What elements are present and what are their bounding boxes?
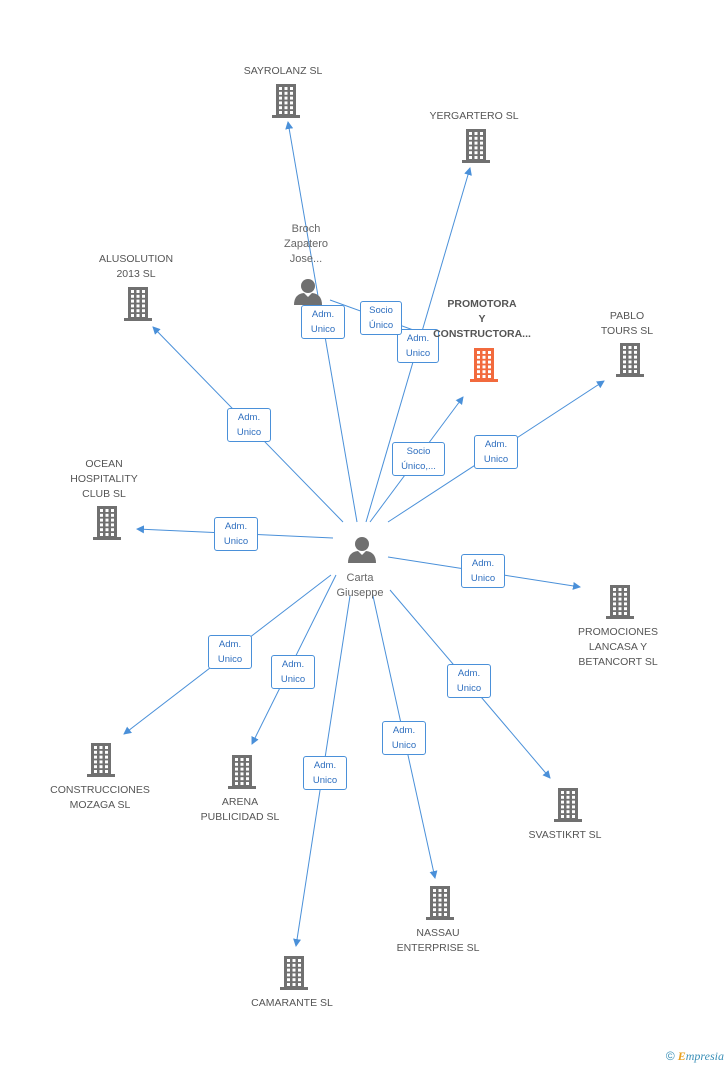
person-icon-carta[interactable]	[348, 537, 376, 563]
edge-label-carta-nassau[interactable]: Adm. Unico	[382, 721, 426, 755]
edge-label-carta-pablo[interactable]: Adm. Unico	[474, 435, 518, 469]
company-label-alusolution[interactable]: ALUSOLUTION 2013 SL	[98, 253, 174, 280]
building-icon-pablo[interactable]	[616, 343, 644, 377]
company-label-arena[interactable]: ARENA PUBLICIDAD SL	[200, 796, 280, 823]
edge-label-carta-mozaga[interactable]: Adm. Unico	[208, 635, 252, 669]
edge-label-carta-arena[interactable]: Adm. Unico	[271, 655, 315, 689]
building-icon-camarante[interactable]	[280, 956, 308, 990]
building-icon-mozaga[interactable]	[87, 743, 115, 777]
edge-label-carta-ocean[interactable]: Adm. Unico	[214, 517, 258, 551]
company-label-sayrolanz[interactable]: SAYROLANZ SL	[243, 65, 323, 77]
edge-label-carta-alusolution[interactable]: Adm. Unico	[227, 408, 271, 442]
edge-label-carta-camarante[interactable]: Adm. Unico	[303, 756, 347, 790]
company-label-ocean[interactable]: OCEAN HOSPITALITY CLUB SL	[70, 458, 138, 500]
edge-label-carta-sayrolanz[interactable]: Adm. Unico	[301, 305, 345, 339]
building-icon-arena[interactable]	[228, 755, 256, 789]
building-icon-ocean[interactable]	[93, 506, 121, 540]
company-label-yergartero[interactable]: YERGARTERO SL	[429, 110, 519, 122]
company-label-pablo[interactable]: PABLO TOURS SL	[600, 310, 654, 337]
company-label-lancasa[interactable]: PROMOCIONES LANCASA Y BETANCORT SL	[578, 626, 658, 668]
building-icon-nassau[interactable]	[426, 886, 454, 920]
person-icon-broch[interactable]	[294, 279, 322, 305]
company-label-nassau[interactable]: NASSAU ENTERPRISE SL	[396, 927, 480, 954]
building-icon-lancasa[interactable]	[606, 585, 634, 619]
building-icon-alusolution[interactable]	[124, 287, 152, 321]
building-icon-svastikrt[interactable]	[554, 788, 582, 822]
building-icon-sayrolanz[interactable]	[272, 84, 300, 118]
edge-label-broch-promotora[interactable]: Socio Único	[360, 301, 402, 335]
edge-label-carta-promotora[interactable]: Socio Único,...	[392, 442, 445, 476]
person-label-broch[interactable]: Broch Zapatero Jose...	[283, 223, 329, 265]
edge-label-carta-lancasa[interactable]: Adm. Unico	[461, 554, 505, 588]
edge-label-carta-yergartero[interactable]: Adm. Unico	[397, 329, 439, 363]
company-label-mozaga[interactable]: CONSTRUCCIONES MOZAGA SL	[50, 784, 150, 811]
building-icon-promotora[interactable]	[470, 348, 498, 382]
company-label-svastikrt[interactable]: SVASTIKRT SL	[528, 829, 602, 841]
company-label-promotora[interactable]: PROMOTORA Y CONSTRUCTORA...	[433, 298, 531, 340]
building-icon-yergartero[interactable]	[462, 129, 490, 163]
person-label-carta[interactable]: Carta Giuseppe	[336, 572, 384, 599]
empresia-logo: ©Empresia	[665, 1049, 724, 1063]
edge-label-carta-svastikrt[interactable]: Adm. Unico	[447, 664, 491, 698]
company-label-camarante[interactable]: CAMARANTE SL	[251, 997, 333, 1009]
